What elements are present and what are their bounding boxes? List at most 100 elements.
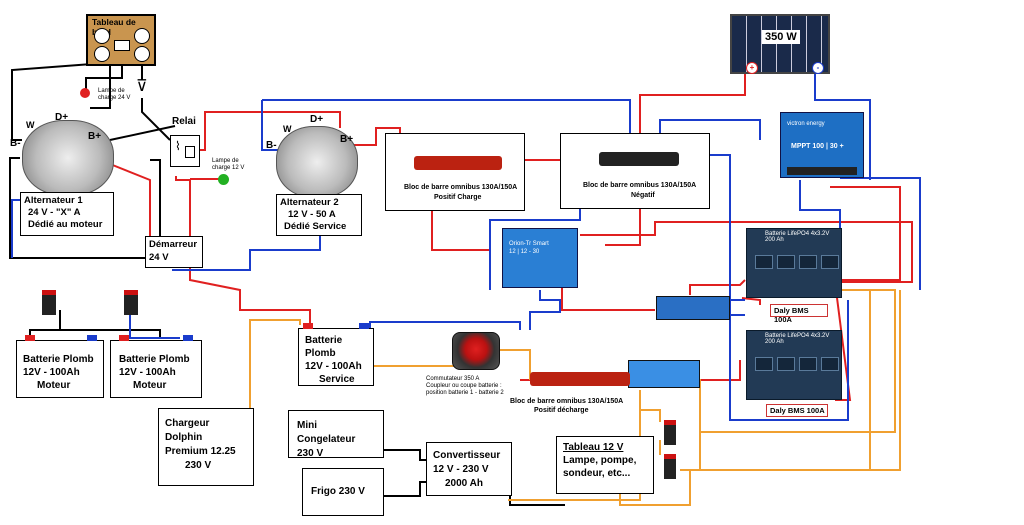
alt1-bminus-label: B- bbox=[10, 138, 21, 149]
panel12-line2: Lampe, pompe, bbox=[563, 455, 637, 466]
bus-pos-charge-line2: Positif Charge bbox=[434, 194, 482, 201]
lead2-line1: Batterie Plomb bbox=[119, 354, 190, 365]
battery-cell-icon bbox=[821, 357, 839, 371]
busbar-positive-discharge-icon bbox=[530, 372, 630, 386]
orion-dc-dc-charger: Orion-Tr Smart 12 | 12 - 30 bbox=[502, 228, 578, 288]
dolphin-line3: 230 V bbox=[185, 460, 212, 471]
alt1-bplus-label: B+ bbox=[88, 131, 102, 142]
service-battery-box: Batterie Plomb 12V - 100Ah Service bbox=[298, 323, 374, 386]
alt2-line1: Alternateur 2 bbox=[280, 197, 339, 208]
counter-icon bbox=[114, 40, 130, 51]
negative-terminal-icon bbox=[359, 323, 369, 329]
busbar-positive-charge-box: Bloc de barre omnibus 130A/150A Positif … bbox=[385, 133, 525, 211]
charge-lamp-icon bbox=[218, 174, 229, 185]
lead1-line1: Batterie Plomb bbox=[23, 354, 94, 365]
fridge-line1: Frigo 230 V bbox=[311, 486, 365, 497]
alternator-1-box: Alternateur 1 24 V - "X" A Dédié au mote… bbox=[20, 192, 114, 236]
lifepo-title-1: Batterie LifePO4 4x3.2V 200 Ah bbox=[765, 231, 830, 243]
solar-minus-terminal: - bbox=[812, 62, 824, 74]
gauge-icon bbox=[134, 46, 150, 62]
battery-protect-icon bbox=[628, 360, 700, 388]
bus-pos-charge-line1: Bloc de barre omnibus 130A/150A bbox=[404, 184, 518, 191]
red-wires bbox=[99, 70, 913, 401]
positive-terminal-icon bbox=[119, 335, 129, 341]
lead2-line2: 12V - 100Ah bbox=[119, 367, 176, 378]
relay-label: Relai bbox=[172, 116, 196, 127]
bms1-label: Daly BMS 100A bbox=[774, 306, 809, 324]
gauge-icon bbox=[94, 46, 110, 62]
busbar-icon bbox=[414, 156, 502, 170]
lifepo4-battery-1: Batterie LifePO4 4x3.2V 200 Ah bbox=[746, 228, 842, 298]
fuse-switch-icon bbox=[664, 454, 676, 479]
diode-icon: ⊽ bbox=[136, 78, 148, 95]
battery-selector-switch-icon bbox=[452, 332, 500, 370]
switch-label: Commutateur 350 A Coupleur ou coupe batt… bbox=[426, 376, 526, 397]
dashboard-panel: Tableau de bord bbox=[86, 14, 156, 66]
black-wires bbox=[9, 63, 565, 506]
orion-name: Orion-Tr Smart bbox=[509, 241, 549, 247]
lamp-charge-24-label: Lampe de charge 24 V bbox=[98, 88, 131, 101]
positive-terminal-icon bbox=[303, 323, 313, 329]
gauge-icon bbox=[134, 28, 150, 44]
alt1-line1: Alternateur 1 bbox=[24, 195, 83, 206]
negative-terminal-icon bbox=[87, 335, 97, 341]
alternator-2-box: Alternateur 2 12 V - 50 A Dédié Service bbox=[276, 194, 362, 236]
lead3-line3: Service bbox=[319, 374, 355, 385]
battery-cutoff-switch-icon bbox=[42, 290, 56, 315]
alt2-bplus-label: B+ bbox=[340, 134, 354, 145]
alt2-w-label: W bbox=[283, 124, 292, 134]
bms-1-box: Daly BMS 100A bbox=[770, 304, 828, 324]
alt2-bminus-label: B- bbox=[266, 140, 277, 151]
relay-icon: ⌇ bbox=[170, 135, 200, 167]
lead-battery-1-box: Batterie Plomb 12V - 100Ah Moteur bbox=[16, 335, 104, 398]
battery-cell-icon bbox=[799, 255, 817, 269]
dolphin-line2: Premium 12.25 bbox=[165, 446, 236, 457]
panel-12v-box: Tableau 12 V Lampe, pompe, sondeur, etc.… bbox=[556, 436, 654, 494]
mppt-name: MPPT 100 | 30 + bbox=[791, 143, 844, 150]
battery-cell-icon bbox=[755, 255, 773, 269]
battery-monitor-shunt-icon bbox=[656, 296, 730, 320]
battery-cell-icon bbox=[799, 357, 817, 371]
alt2-dplus-label: D+ bbox=[310, 114, 324, 125]
lead2-line3: Moteur bbox=[133, 380, 167, 391]
freezer-box: Mini Congelateur 230 V bbox=[288, 410, 384, 459]
gauge-icon bbox=[94, 28, 110, 44]
battery-cell-icon bbox=[821, 255, 839, 269]
alt2-line2: 12 V - 50 A bbox=[288, 209, 336, 220]
solar-power-label: 350 W bbox=[762, 30, 800, 44]
bms-2-box: Daly BMS 100A bbox=[766, 404, 828, 417]
dolphin-line1: Chargeur Dolphin bbox=[165, 418, 210, 443]
busbar-icon bbox=[599, 152, 679, 166]
alternator-1-image bbox=[22, 120, 114, 196]
inverter-box: Convertisseur 12 V - 230 V 2000 Ah bbox=[426, 442, 512, 496]
switch-line2: Coupleur ou coupe batterie : bbox=[426, 383, 502, 389]
alt1-line3: Dédié au moteur bbox=[28, 219, 103, 230]
fuse-switch-icon bbox=[664, 420, 676, 445]
busbar-negative-box: Bloc de barre omnibus 130A/150A Négatif bbox=[560, 133, 710, 209]
battery-cell-icon bbox=[755, 357, 773, 371]
bus-neg-line2: Négatif bbox=[631, 192, 655, 199]
mppt-brand: victron energy bbox=[787, 121, 825, 127]
dolphin-charger-box: Chargeur Dolphin Premium 12.25 230 V bbox=[158, 408, 254, 486]
inverter-line2: 12 V - 230 V bbox=[433, 464, 489, 475]
panel12-line3: sondeur, etc... bbox=[563, 468, 631, 479]
starter-line2: 24 V bbox=[149, 252, 169, 263]
panel12-line1: Tableau 12 V bbox=[563, 442, 624, 453]
bms2-label: Daly BMS 100A bbox=[770, 406, 825, 415]
alt2-line3: Dédié Service bbox=[284, 221, 347, 232]
alt1-w-label: W bbox=[26, 120, 35, 130]
solar-panel: 350 W + - bbox=[730, 14, 830, 74]
mppt-charger: victron energy MPPT 100 | 30 + bbox=[780, 112, 864, 178]
warning-lamp-icon bbox=[80, 88, 90, 98]
alt1-line2: 24 V - "X" A bbox=[28, 207, 81, 218]
terminal-block-icon bbox=[787, 167, 857, 175]
lamp-charge-12-label: Lampe de charge 12 V bbox=[212, 158, 245, 171]
bus-neg-line1: Bloc de barre omnibus 130A/150A bbox=[583, 182, 697, 189]
battery-cell-icon bbox=[777, 357, 795, 371]
starter-line1: Démarreur bbox=[149, 239, 198, 250]
solar-plus-terminal: + bbox=[746, 62, 758, 74]
bus-pos-discharge-line2: Positif décharge bbox=[534, 407, 589, 414]
lifepo4-battery-2: Batterie LifePO4 4x3.2V 200 Ah bbox=[746, 330, 842, 400]
blue-wires bbox=[11, 70, 921, 421]
